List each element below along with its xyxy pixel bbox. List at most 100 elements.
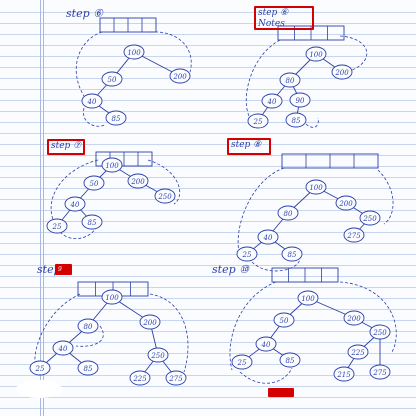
tree-node xyxy=(139,314,161,330)
tree-node xyxy=(169,68,191,84)
tree-node xyxy=(279,352,301,368)
tree-node-value: 40 xyxy=(263,234,273,242)
tree-node xyxy=(261,93,283,109)
tree-node-value: 80 xyxy=(284,210,293,218)
tree-node xyxy=(305,46,327,62)
tree-node xyxy=(81,214,103,230)
tree-node-value: 90 xyxy=(296,97,305,105)
highlight-box: step ⑧ xyxy=(227,138,271,155)
tree-node-value: 275 xyxy=(168,375,183,383)
tree-node xyxy=(64,196,86,212)
step-label: step ⑧ xyxy=(231,140,262,150)
tree-node-value: 85 xyxy=(288,251,297,259)
tree-node xyxy=(331,64,353,80)
tree-node-value: 100 xyxy=(309,184,323,192)
tree-node xyxy=(154,188,176,204)
tree-node xyxy=(236,246,258,262)
tree-node xyxy=(335,195,357,211)
step-label: step xyxy=(37,263,61,276)
tree-node xyxy=(359,210,381,226)
tree-node-value: 80 xyxy=(286,77,295,85)
tree-node xyxy=(305,179,327,195)
tree-node xyxy=(273,312,295,328)
tree-node-value: 225 xyxy=(132,375,147,383)
tree-node-value: 250 xyxy=(362,215,377,223)
pointer-arrow xyxy=(50,159,99,223)
tree-node xyxy=(46,218,68,234)
tree-node xyxy=(285,112,307,128)
tree-node xyxy=(231,354,253,370)
tree-node xyxy=(127,173,149,189)
tree-node-value: 80 xyxy=(84,323,93,331)
tree-node-value: 200 xyxy=(172,73,187,81)
step-label: step ⑦ xyxy=(51,141,82,151)
tree-node-value: 25 xyxy=(237,359,247,367)
pointer-arrow xyxy=(339,281,397,353)
pointer-arrow xyxy=(59,227,97,240)
pointer-arrow xyxy=(75,325,104,347)
tree-node xyxy=(83,175,105,191)
tree-node-value: 275 xyxy=(346,232,361,240)
tree-node xyxy=(77,318,99,334)
step-note: Notes xyxy=(258,19,285,29)
step-label: 9 xyxy=(58,266,62,273)
paper-hole xyxy=(16,380,62,398)
tree-node-value: 85 xyxy=(84,365,93,373)
tree-node-value: 200 xyxy=(142,319,157,327)
tree-node xyxy=(129,370,151,386)
tree-node-value: 100 xyxy=(105,162,119,170)
margin-line xyxy=(40,0,41,416)
tree-node xyxy=(81,93,103,109)
tree-node-value: 250 xyxy=(150,352,165,360)
pointer-arrow xyxy=(239,367,293,384)
tree-node-value: 85 xyxy=(112,115,121,123)
tree-node-value: 25 xyxy=(242,251,252,259)
tree-node xyxy=(297,290,319,306)
tree-node-value: 85 xyxy=(88,219,97,227)
tree-node-value: 50 xyxy=(108,76,117,84)
pointer-arrow xyxy=(339,35,368,71)
pointer-arrow xyxy=(83,107,107,127)
tree-node xyxy=(257,229,279,245)
highlight-box: step ⑦ xyxy=(47,139,85,155)
pointer-arrow xyxy=(237,167,285,257)
tree-node xyxy=(255,336,277,352)
tree-node-value: 250 xyxy=(372,329,387,337)
tree-node-value: 40 xyxy=(87,98,97,106)
tree-node xyxy=(101,157,123,173)
tree-node-value: 200 xyxy=(338,200,353,208)
tree-node xyxy=(105,110,127,126)
tree-node-value: 100 xyxy=(105,294,119,302)
highlight-box: 9 xyxy=(55,264,72,275)
tree-node-value: 40 xyxy=(70,201,80,209)
pointer-arrow xyxy=(251,257,301,272)
tree-node xyxy=(165,370,187,386)
tree-node-value: 40 xyxy=(261,341,271,349)
tree-node-value: 25 xyxy=(52,223,62,231)
tree-node xyxy=(77,360,99,376)
step-label: step ⑥ xyxy=(258,8,289,18)
tree-node-value: 100 xyxy=(301,295,315,303)
tree-node xyxy=(29,360,51,376)
tree-node xyxy=(343,227,365,243)
tree-node-value: 250 xyxy=(157,193,172,201)
pointer-arrow xyxy=(75,31,103,97)
tree-node xyxy=(347,344,369,360)
tree-node-value: 25 xyxy=(253,118,263,126)
pointer-arrow xyxy=(149,293,189,373)
tree-node-value: 200 xyxy=(346,315,361,323)
tree-node xyxy=(101,289,123,305)
tree-node xyxy=(369,364,391,380)
tree-node xyxy=(281,246,303,262)
tree-node-value: 85 xyxy=(292,117,301,125)
step-label: step ⑥ xyxy=(66,7,103,20)
highlight-box: step ⑥ Notes xyxy=(254,6,314,30)
pointer-arrow xyxy=(34,293,81,373)
redaction-mark xyxy=(268,388,294,397)
tree-node-value: 40 xyxy=(267,98,277,106)
tree-node xyxy=(289,92,311,108)
tree-node xyxy=(369,324,391,340)
tree-node-value: 275 xyxy=(372,369,387,377)
pointer-arrow xyxy=(377,169,394,225)
tree-node xyxy=(277,205,299,221)
